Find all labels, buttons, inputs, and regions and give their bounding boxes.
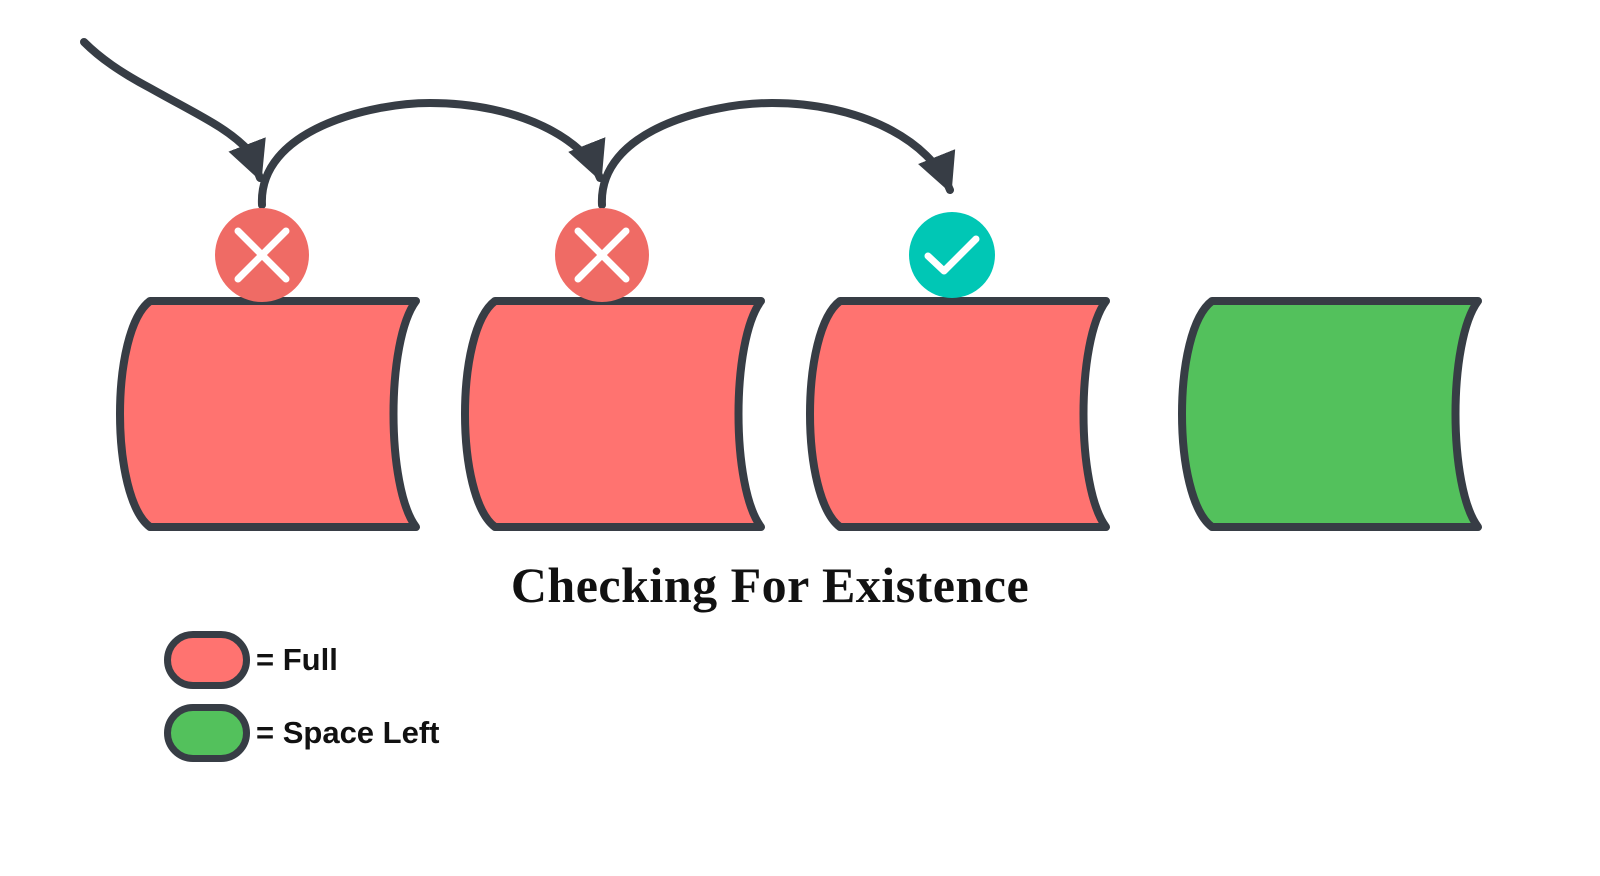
fail-marker-2 [555, 208, 649, 302]
legend-swatch-full [164, 631, 250, 689]
bucket-4 [1178, 297, 1482, 531]
bucket-2 [461, 297, 765, 531]
legend-label-full: = Full [256, 642, 338, 677]
legend-swatch-space-left [164, 704, 250, 762]
bucket-1 [116, 297, 420, 531]
check-icon [924, 235, 980, 275]
pass-marker [909, 212, 995, 298]
legend-label-space-left: = Space Left [256, 715, 440, 750]
arrow-3 [597, 98, 956, 209]
diagram-title: Checking For Existence [510, 557, 1030, 613]
arrow-2 [257, 98, 606, 209]
legend-item-space-left: = Space Left [164, 704, 440, 762]
fail-marker-1 [215, 208, 309, 302]
cross-icon [574, 227, 630, 283]
arrow-1 [80, 38, 266, 182]
cross-icon [234, 227, 290, 283]
bucket-3 [806, 297, 1110, 531]
legend-item-full: = Full [164, 631, 338, 689]
